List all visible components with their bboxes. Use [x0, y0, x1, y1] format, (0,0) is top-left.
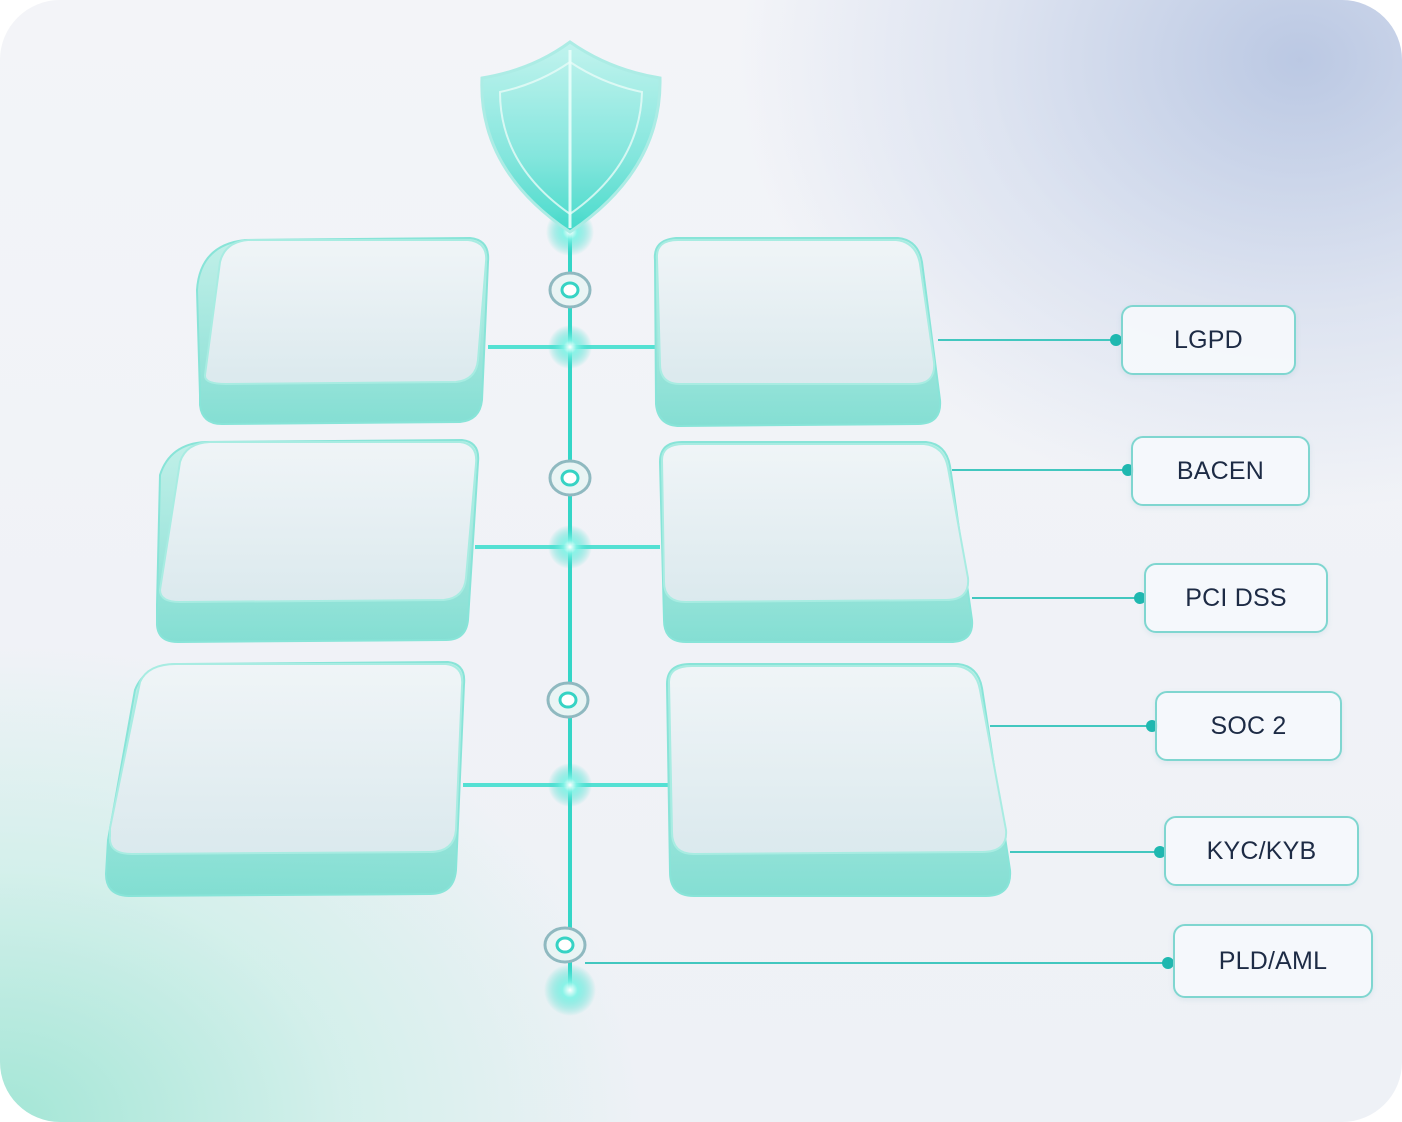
- label-lgpd-text: LGPD: [1174, 325, 1243, 354]
- label-kyc-kyb-text: KYC/KYB: [1206, 836, 1317, 865]
- label-pci-dss-text: PCI DSS: [1185, 583, 1287, 612]
- slab-right-1: [653, 237, 942, 428]
- label-soc-2-text: SOC 2: [1210, 711, 1287, 740]
- spine-node: [546, 681, 590, 719]
- slab-right-2: [658, 441, 974, 643]
- spine-node: [548, 271, 592, 309]
- label-kyc-kyb: KYC/KYB: [1164, 816, 1359, 886]
- label-pld-aml-text: PLD/AML: [1218, 946, 1328, 975]
- shield-icon: [480, 40, 662, 234]
- label-soc-2: SOC 2: [1155, 691, 1342, 761]
- slab-right-3: [665, 663, 1012, 897]
- slab-left-1: [195, 236, 490, 426]
- label-pld-aml: PLD/AML: [1173, 924, 1373, 998]
- spine-nodes: [543, 271, 592, 964]
- spine-node: [543, 926, 587, 964]
- label-bacen-text: BACEN: [1176, 456, 1265, 485]
- label-bacen: BACEN: [1131, 436, 1310, 506]
- slab-left-3: [104, 660, 466, 898]
- label-connectors: [585, 334, 1174, 969]
- label-lgpd: LGPD: [1121, 305, 1296, 375]
- spine-node: [548, 459, 592, 497]
- label-pci-dss: PCI DSS: [1144, 563, 1328, 633]
- junction-glows: [544, 208, 596, 1016]
- slab-left-2: [156, 438, 480, 644]
